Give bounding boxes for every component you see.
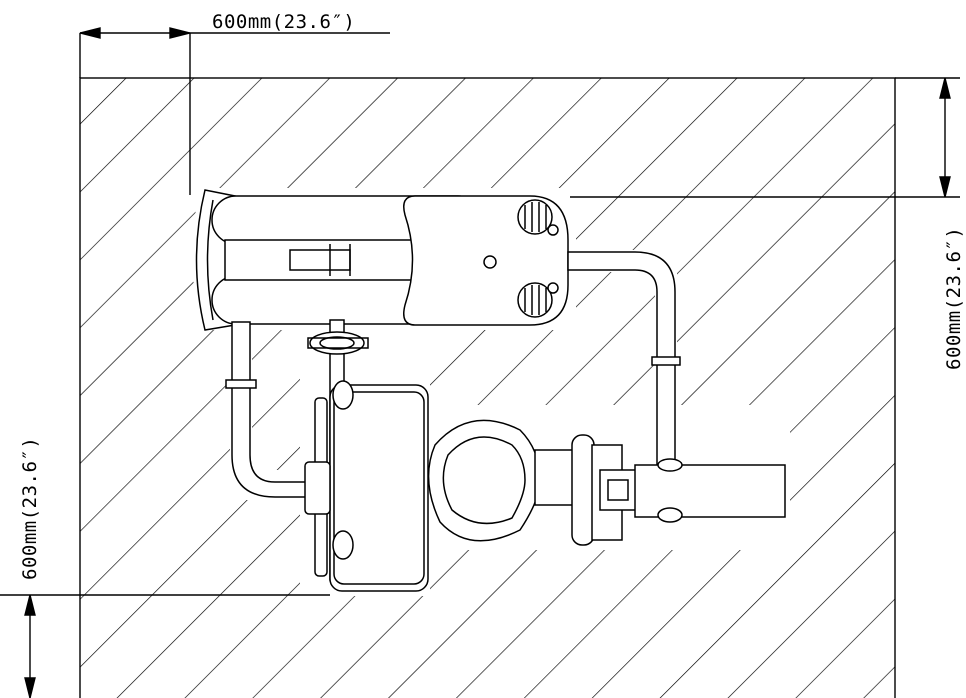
hatched-clearance-zone bbox=[79, 77, 896, 698]
equipment-top-view bbox=[195, 189, 786, 592]
top-dimension bbox=[79, 27, 390, 195]
right-dimension-label: 600mm(23.6″) bbox=[943, 227, 965, 370]
top-dimension-label: 600mm(23.6″) bbox=[212, 11, 355, 33]
left-dimension-label: 600mm(23.6″) bbox=[19, 437, 41, 580]
left-dimension bbox=[0, 594, 330, 698]
right-dimension bbox=[570, 77, 960, 198]
